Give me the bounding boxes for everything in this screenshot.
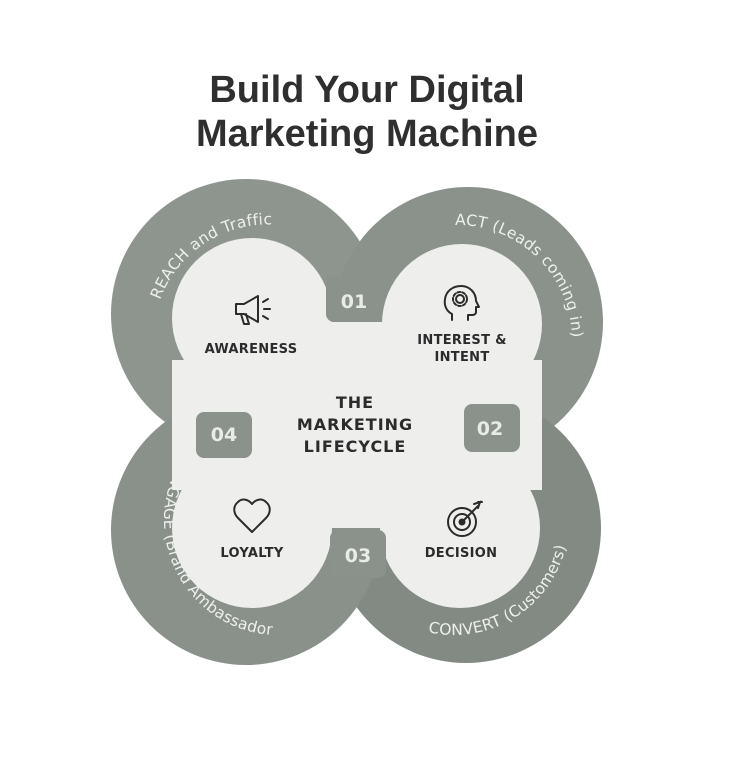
notch-02 [464, 404, 520, 452]
number-03: 03 [345, 545, 371, 567]
stage-label-interest-2: INTENT [434, 350, 489, 365]
number-notches [196, 276, 520, 578]
number-04: 04 [211, 424, 237, 446]
notch-04 [196, 412, 252, 458]
title-line-1: Build Your Digital [209, 69, 525, 111]
center-line-2: MARKETING [297, 415, 413, 434]
heart-icon [233, 498, 271, 533]
notch-03 [330, 530, 386, 578]
stage-label-decision: DECISION [425, 546, 498, 561]
number-02: 02 [477, 418, 503, 440]
notch-01 [326, 276, 382, 322]
stage-label-interest-1: INTEREST & [417, 333, 506, 348]
center-line-3: LIFECYCLE [304, 437, 407, 456]
megaphone-icon [235, 295, 271, 325]
stage-label-loyalty: LOYALTY [220, 546, 283, 561]
stage-label-awareness: AWARENESS [205, 342, 298, 357]
head-gear-icon [443, 285, 480, 321]
target-arrow-icon [447, 500, 483, 537]
number-01: 01 [341, 291, 367, 313]
title-line-2: Marketing Machine [195, 113, 539, 155]
page-title: Build Your Digital Marketing Machine [0, 68, 734, 156]
center-line-1: THE [336, 393, 374, 412]
